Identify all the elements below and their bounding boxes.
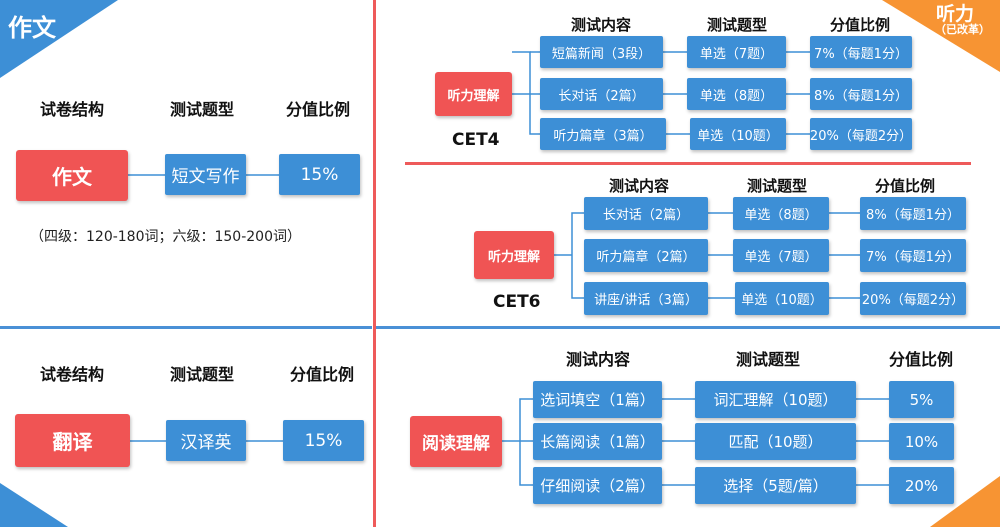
left-horizontal-divider xyxy=(0,326,372,329)
cet6-section-box: 听力理解 xyxy=(474,231,554,279)
bottom-left-corner-triangle xyxy=(0,483,68,527)
cet4-row3-content: 听力篇章（3篇） xyxy=(540,118,666,150)
reading-row2-type: 匹配（10题） xyxy=(695,423,856,460)
cet4-row2-content: 长对话（2篇） xyxy=(540,78,663,110)
writing-header-ratio: 分值比例 xyxy=(285,100,350,119)
cet6-header-ratio: 分值比例 xyxy=(874,177,935,195)
cet6-row1-content: 长对话（2篇） xyxy=(584,197,708,230)
vertical-divider xyxy=(373,0,376,527)
reading-section-box: 阅读理解 xyxy=(410,416,502,467)
translation-header-ratio: 分值比例 xyxy=(289,365,354,384)
translation-ratio-box: 15% xyxy=(283,420,364,461)
cet4-row2-type: 单选（8题） xyxy=(687,78,786,110)
writing-section-box: 作文 xyxy=(16,150,128,201)
cet6-row2-ratio: 7%（每题1分） xyxy=(860,239,966,272)
cet6-row3-ratio: 20%（每题2分） xyxy=(860,282,966,315)
reading-row2-ratio: 10% xyxy=(889,423,954,460)
writing-type-box: 短文写作 xyxy=(165,154,246,195)
writing-corner-label: 作文 xyxy=(8,14,56,42)
cet6-row3-type: 单选（10题） xyxy=(735,282,829,315)
reading-row1-ratio: 5% xyxy=(889,381,954,418)
reading-header-type: 测试题型 xyxy=(735,350,800,369)
cet4-header-type: 测试题型 xyxy=(706,16,767,34)
reading-row1-type: 词汇理解（10题） xyxy=(695,381,856,418)
writing-note: （四级：120-180词；六级：150-200词） xyxy=(30,229,301,245)
reading-header-ratio: 分值比例 xyxy=(888,350,953,369)
cet6-level-label: CET6 xyxy=(493,292,541,312)
writing-ratio-box: 15% xyxy=(279,154,360,195)
translation-header-type: 测试题型 xyxy=(169,365,234,384)
listening-corner-note: （已改革） xyxy=(935,23,990,36)
reading-row3-ratio: 20% xyxy=(889,467,954,504)
reading-header-content: 测试内容 xyxy=(565,350,630,369)
right-horizontal-divider xyxy=(376,326,1000,329)
cet4-row3-type: 单选（10题） xyxy=(690,118,786,150)
reading-row3-type: 选择（5题/篇） xyxy=(695,467,856,504)
writing-header-structure: 试卷结构 xyxy=(39,100,104,119)
cet6-row1-ratio: 8%（每题1分） xyxy=(860,197,966,230)
cet6-row2-content: 听力篇章（2篇） xyxy=(584,239,708,272)
cet4-row3-ratio: 20%（每题2分） xyxy=(810,118,912,150)
translation-type-box: 汉译英 xyxy=(166,420,246,461)
reading-row2-content: 长篇阅读（1篇） xyxy=(533,423,662,460)
cet6-row2-type: 单选（7题） xyxy=(733,239,829,272)
translation-header-structure: 试卷结构 xyxy=(39,365,104,384)
writing-header-type: 测试题型 xyxy=(169,100,234,119)
reading-row1-content: 选词填空（1篇） xyxy=(533,381,662,418)
cet6-row3-content: 讲座/讲话（3篇） xyxy=(584,282,708,315)
cet6-header-content: 测试内容 xyxy=(608,177,669,195)
cet4-section-box: 听力理解 xyxy=(435,72,512,116)
cet6-row1-type: 单选（8题） xyxy=(733,197,829,230)
cet4-row1-ratio: 7%（每题1分） xyxy=(810,36,912,68)
cet-divider xyxy=(405,162,971,165)
cet6-header-type: 测试题型 xyxy=(746,177,807,195)
translation-section-box: 翻译 xyxy=(15,414,130,467)
reading-row3-content: 仔细阅读（2篇） xyxy=(533,467,662,504)
cet4-header-content: 测试内容 xyxy=(570,16,631,34)
cet4-row2-ratio: 8%（每题1分） xyxy=(810,78,912,110)
cet4-level-label: CET4 xyxy=(452,130,500,150)
cet4-row1-type: 单选（7题） xyxy=(687,36,786,68)
listening-corner-label: 听力 xyxy=(936,3,975,25)
cet4-row1-content: 短篇新闻（3段） xyxy=(540,36,663,68)
cet4-header-ratio: 分值比例 xyxy=(829,16,890,34)
